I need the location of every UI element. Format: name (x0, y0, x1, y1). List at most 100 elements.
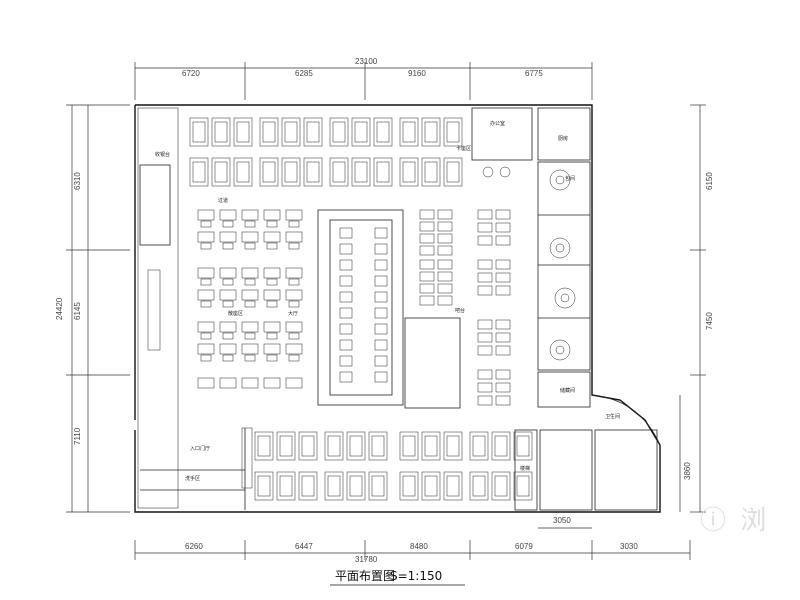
furniture-piece (339, 355, 353, 367)
furniture-piece (276, 471, 296, 501)
furniture-piece (516, 435, 530, 457)
furniture-piece (477, 332, 493, 343)
furniture-piece (327, 475, 341, 497)
furniture-piece (339, 371, 353, 383)
furniture-piece (324, 471, 344, 501)
furniture-piece (374, 291, 388, 303)
furniture-piece (279, 475, 293, 497)
furniture-piece (236, 161, 250, 183)
furniture-piece (306, 121, 320, 143)
round-table (555, 345, 565, 355)
furniture-piece (263, 267, 281, 279)
dim-top-0: 6720 (182, 69, 200, 78)
round-table (482, 166, 494, 178)
furniture-piece (443, 431, 463, 461)
furniture-piece (332, 161, 346, 183)
furniture-piece (211, 117, 231, 147)
furniture-piece (424, 161, 438, 183)
dimension-text: 23100 6720 6285 9160 6775 6260 6447 8480… (55, 57, 714, 564)
furniture-piece (513, 431, 533, 461)
furniture-piece (284, 121, 298, 143)
furniture-piece (285, 231, 303, 243)
furniture-piece (419, 259, 435, 270)
furniture-piece (263, 231, 281, 243)
furniture-piece (339, 243, 353, 255)
furniture-piece (244, 278, 256, 286)
furniture-piece (197, 289, 215, 301)
furniture-piece (200, 242, 212, 250)
round-table (554, 287, 576, 309)
furniture-piece (373, 117, 393, 147)
dim-right-2: 3860 (683, 462, 692, 480)
furniture-piece (200, 278, 212, 286)
furniture-piece (376, 161, 390, 183)
furniture-piece (437, 271, 453, 282)
furniture-piece (197, 209, 215, 221)
furniture-piece (329, 117, 349, 147)
room-labels: 办公室 厨房 收银台 散座区 大厅 过道 卡座区 包间 卫生间 储藏间 入口门厅… (155, 120, 620, 482)
furniture-piece (495, 395, 511, 406)
furniture-piece (244, 332, 256, 340)
furniture-piece (276, 431, 296, 461)
furniture-piece (285, 289, 303, 301)
round-table (555, 175, 565, 185)
furniture-piece (437, 295, 453, 306)
furniture-piece (259, 117, 279, 147)
furniture-piece (197, 321, 215, 333)
furniture-piece (446, 435, 460, 457)
dim-top-2: 9160 (408, 69, 426, 78)
furniture-piece (472, 475, 486, 497)
label-cashier: 收银台 (155, 151, 170, 158)
furniture-piece (339, 291, 353, 303)
round-table (549, 169, 571, 191)
furniture-piece (446, 475, 460, 497)
furniture-piece (281, 157, 301, 187)
furniture-piece (477, 259, 493, 270)
furniture-piece (259, 157, 279, 187)
furniture-piece (200, 220, 212, 228)
furniture-piece (192, 121, 206, 143)
furniture-piece (495, 345, 511, 356)
furniture-piece (200, 332, 212, 340)
label-dining-a: 散座区 (228, 310, 243, 317)
label-booth: 卡座区 (456, 145, 471, 152)
furniture-piece (437, 209, 453, 220)
furniture-piece (262, 121, 276, 143)
label-bar: 吧台 (455, 307, 465, 314)
furniture-piece (303, 157, 323, 187)
dim-right-0: 6150 (705, 172, 714, 190)
furniture-piece (197, 231, 215, 243)
furniture-piece (477, 235, 493, 246)
furniture-piece (437, 233, 453, 244)
dim-left-0: 6310 (73, 172, 82, 190)
furniture-piece (421, 157, 441, 187)
furniture-piece (491, 471, 511, 501)
dim-top-3: 6775 (525, 69, 543, 78)
furniture-piece (285, 209, 303, 221)
furniture-piece (244, 354, 256, 362)
furniture-piece (306, 161, 320, 183)
furniture-piece (351, 117, 371, 147)
furniture-piece (303, 117, 323, 147)
furniture-piece (374, 339, 388, 351)
furniture-piece (368, 471, 388, 501)
furniture-piece (324, 431, 344, 461)
furniture-piece (374, 275, 388, 287)
furniture-piece (495, 272, 511, 283)
furniture-piece (288, 300, 300, 308)
furniture-piece (446, 121, 460, 143)
furniture-piece (495, 259, 511, 270)
furniture-piece (495, 369, 511, 380)
furniture-piece (266, 300, 278, 308)
furniture-piece (254, 471, 274, 501)
drawing-title: 平面布置图 S=1:150 (330, 569, 465, 586)
furniture-piece (469, 431, 489, 461)
label-private: 包间 (565, 175, 575, 182)
dim-top-1: 6285 (295, 69, 313, 78)
furniture-piece (399, 471, 419, 501)
furniture-piece (222, 354, 234, 362)
label-dining-b: 大厅 (288, 310, 298, 317)
furniture-piece (399, 431, 419, 461)
furniture-piece (437, 245, 453, 256)
furniture-piece (495, 319, 511, 330)
